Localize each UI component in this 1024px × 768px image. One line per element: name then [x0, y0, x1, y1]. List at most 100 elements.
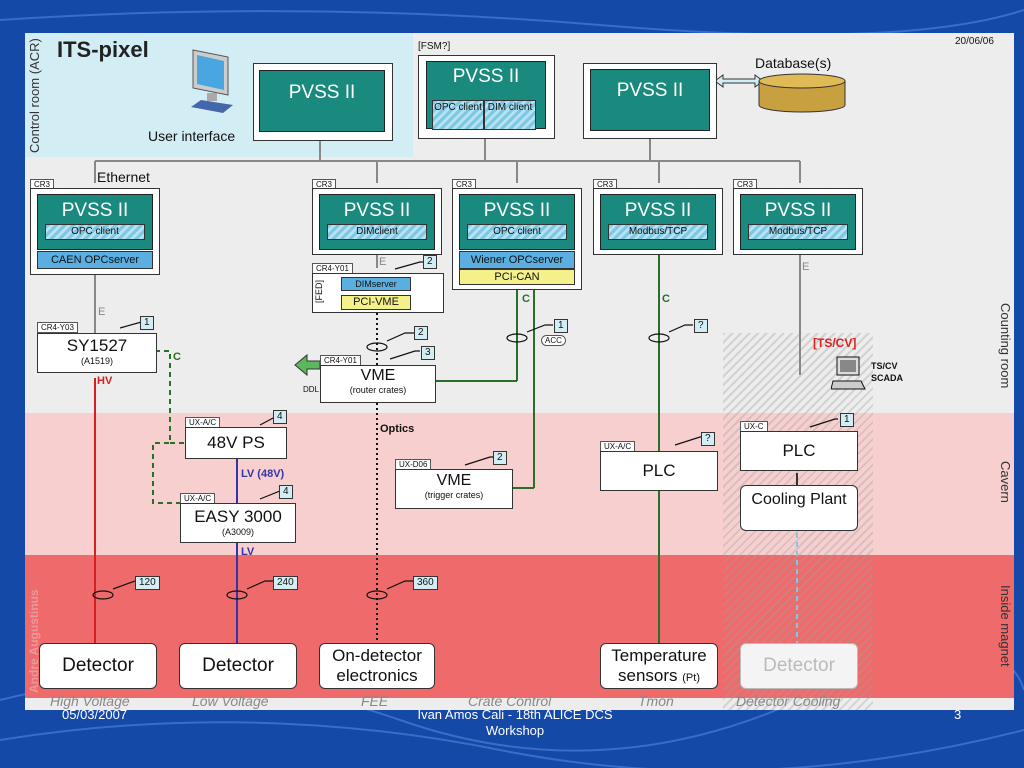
cooling-plant-label: Cooling Plant — [751, 491, 847, 508]
pvss-modbus1-frame: PVSS II Modbus/TCP — [593, 188, 723, 255]
cooling-plant-box: Cooling Plant — [740, 485, 858, 531]
easy-num: 4 — [279, 485, 293, 499]
ddl-label: DDL — [303, 385, 320, 394]
cable-count-hv: 120 — [135, 576, 160, 590]
pvss-modbus1-title: PVSS II — [624, 200, 692, 221]
cavern-label: Cavern — [998, 461, 1013, 503]
footer-page-number: 3 — [954, 707, 962, 722]
easy-name: EASY 3000 — [194, 507, 282, 526]
fed-num: 2 — [423, 255, 437, 269]
category-high-voltage: High Voltage — [50, 693, 130, 709]
pvss-modbus1: PVSS II — [600, 194, 716, 250]
scada-computer-icon — [831, 355, 867, 391]
pci-can: PCI-CAN — [459, 269, 575, 285]
vme-trigger-name: VME — [436, 472, 472, 489]
fsm-opc-client: OPC client — [432, 100, 484, 130]
wiener-opcserver: Wiener OPCserver — [459, 251, 575, 269]
footer-center: Ivan Amos Cali - 18th ALICE DCS Workshop — [417, 707, 613, 738]
category-fee: FEE — [361, 693, 389, 709]
tscv-scada-1: TS/CV — [871, 361, 898, 371]
temp-line-2: sensors — [618, 666, 678, 685]
vme-router-sub: (router crates) — [349, 385, 407, 395]
caen-opcserver: CAEN OPCserver — [37, 251, 153, 269]
fed-box: [FED] DIMserver PCI-VME — [312, 273, 444, 313]
pvss-modbus2-frame: PVSS II Modbus/TCP — [733, 188, 863, 255]
wiener-opc-client: OPC client — [467, 224, 567, 240]
vme-router-num-b: 3 — [421, 346, 435, 360]
dim-client: DIMclient — [327, 224, 427, 240]
vme-router-box: VME (router crates) — [320, 365, 436, 403]
temp-line-1: Temperature — [611, 646, 707, 665]
e-letter-1: E — [98, 306, 106, 318]
connection-lines — [92, 74, 838, 643]
lv-label: LV — [241, 546, 255, 558]
hv-label: HV — [97, 375, 113, 387]
ethernet-label: Ethernet — [97, 169, 150, 185]
modbus1-client: Modbus/TCP — [608, 224, 708, 240]
pvss-modbus2: PVSS II — [740, 194, 856, 250]
vme-router-num-a: 2 — [414, 326, 428, 340]
diagram-title: ITS-pixel — [57, 37, 149, 62]
plc-tmon-box: PLC — [600, 451, 718, 491]
easy-model: (A3009) — [221, 527, 255, 537]
easy-box: EASY 3000 (A3009) — [180, 503, 296, 543]
user-interface-label: User interface — [148, 128, 236, 144]
control-room-label: Control room (ACR) — [27, 38, 42, 153]
date-top: 20/06/06 — [955, 36, 994, 47]
pvss-caen: PVSS II — [37, 194, 153, 250]
vme-trigger-box: VME (trigger crates) — [395, 469, 513, 509]
ps48-box: 48V PS — [185, 427, 287, 459]
sy1527-box: SY1527 (A1519) — [37, 333, 157, 373]
category-low-voltage: Low Voltage — [192, 693, 269, 709]
pvss-caen-title: PVSS II — [61, 200, 129, 221]
vme-router-name: VME — [360, 367, 396, 384]
e-letter-2: E — [379, 256, 387, 268]
pvss-ui: PVSS II — [259, 70, 385, 132]
category-tmon: Tmon — [638, 693, 674, 709]
tmon-q-num: ? — [694, 319, 708, 333]
counting-room-label: Counting room — [998, 303, 1013, 389]
detector-hv-box: Detector — [39, 643, 157, 689]
temp-sensors-box: Temperature sensors (Pt) — [600, 643, 718, 689]
pvss-caen-frame: PVSS II OPC client CAEN OPCserver — [30, 188, 160, 275]
cable-count-fee: 360 — [413, 576, 438, 590]
fed-dimserver: DIMserver — [341, 277, 411, 291]
lv48-label: LV (48V) — [241, 468, 285, 480]
footer-date: 05/03/2007 — [62, 707, 128, 722]
pvss-wiener-frame: PVSS II OPC client Wiener OPCserver PCI-… — [452, 188, 582, 290]
plc-cool-box: PLC — [740, 431, 858, 471]
optics-label: Optics — [380, 423, 415, 435]
pvss-db-frame: PVSS II — [583, 63, 717, 139]
fed-side-label: [FED] — [314, 280, 324, 304]
sy1527-name: SY1527 — [66, 336, 128, 355]
computer-icon — [183, 45, 243, 115]
vme-trigger-num: 2 — [493, 451, 507, 465]
fee-line-1: On-detector — [332, 646, 422, 665]
tscv-scada-2: SCADA — [871, 373, 904, 383]
pvss-ui-frame: PVSS II — [253, 63, 393, 141]
modbus2-client: Modbus/TCP — [748, 224, 848, 240]
fsm-label: [FSM?] — [418, 41, 451, 52]
pvss-fsm-frame: PVSS II OPC client DIM client — [418, 55, 555, 139]
plc-tmon-num: ? — [701, 432, 715, 446]
acc-label: ACC — [541, 335, 566, 346]
temp-pt: (Pt) — [682, 672, 700, 684]
c-letter-2: C — [662, 293, 670, 305]
inside-magnet-label: Inside magnet — [998, 585, 1013, 667]
database-icon — [757, 73, 847, 115]
pvss-db: PVSS II — [590, 69, 710, 131]
e-letter-3: E — [802, 261, 810, 273]
sy1527-tag: CR4-Y03 — [37, 322, 78, 333]
fsm-dim-client: DIM client — [484, 100, 536, 130]
cable-count-lv: 240 — [273, 576, 298, 590]
pvss-wiener-title: PVSS II — [483, 200, 551, 221]
database-label: Database(s) — [755, 55, 832, 71]
ps48-num: 4 — [273, 410, 287, 424]
plc-cool-num: 1 — [840, 413, 854, 427]
acc-num: 1 — [554, 319, 568, 333]
detector-lv-box: Detector — [179, 643, 297, 689]
sy1527-model: (A1519) — [80, 356, 114, 366]
sy1527-num: 1 — [140, 316, 154, 330]
category-strip — [25, 698, 1014, 710]
pvss-dim-title: PVSS II — [343, 200, 411, 221]
